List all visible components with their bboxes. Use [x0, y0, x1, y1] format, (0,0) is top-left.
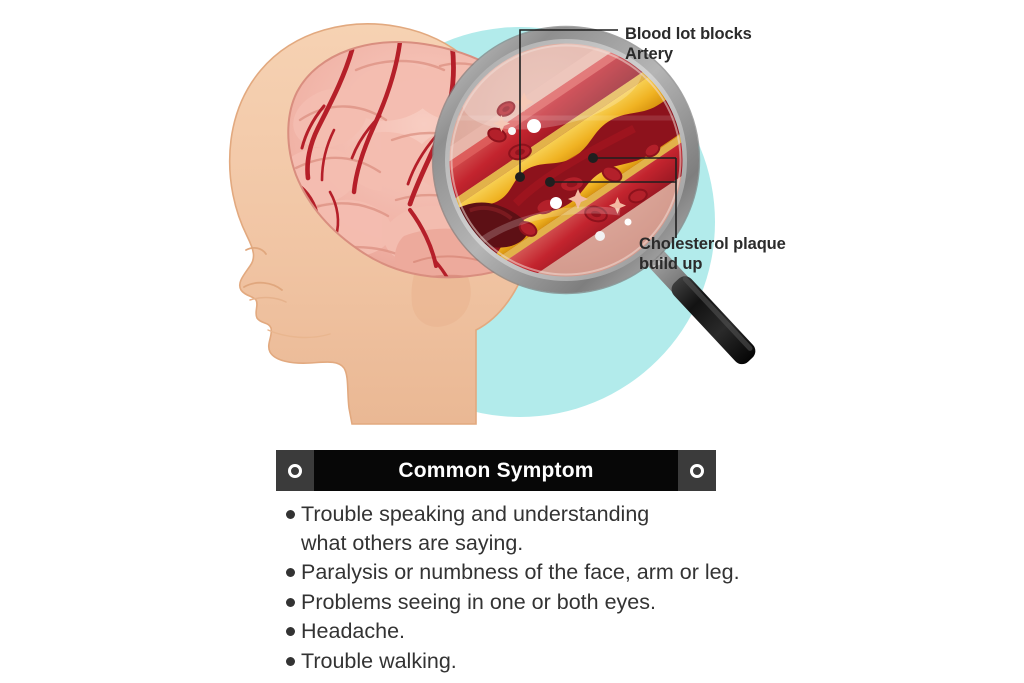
- symptom-text: Paralysis or numbness of the face, arm o…: [301, 560, 740, 585]
- banner-right-cap: [678, 450, 716, 491]
- symptom-text: Trouble walking.: [301, 648, 457, 673]
- callout-cholesterol-plaque-label: Cholesterol plaque build up: [639, 235, 786, 274]
- bullet-icon: [286, 568, 295, 578]
- bullet-icon: [286, 656, 295, 666]
- symptom-text: Problems seeing in one or both eyes.: [301, 589, 656, 614]
- callout-anchor-dots: [515, 153, 598, 187]
- ring-icon-right: [690, 463, 704, 478]
- banner-center: Common Symptom: [314, 450, 678, 491]
- ring-icon-left: [288, 463, 302, 478]
- banner-title: Common Symptom: [398, 458, 594, 482]
- stroke-illustration: [228, 23, 756, 425]
- banner-left-cap: [276, 450, 314, 491]
- lens-inner-ring: [442, 36, 690, 284]
- list-item: Trouble speaking and understanding what …: [286, 500, 926, 557]
- list-item: Headache.: [286, 617, 926, 646]
- callout-blood-clot-label: Blood lot blocks Artery: [625, 25, 752, 64]
- callout-leader-lines: [519, 29, 677, 238]
- symptom-list: Trouble speaking and understanding what …: [286, 500, 926, 677]
- lens-outer-ring: [433, 27, 699, 293]
- lens-highlight: [461, 42, 643, 130]
- list-item: Problems seeing in one or both eyes.: [286, 588, 926, 617]
- common-symptom-banner: Common Symptom: [276, 450, 716, 491]
- list-item: Paralysis or numbness of the face, arm o…: [286, 558, 926, 587]
- bullet-icon: [286, 597, 295, 607]
- magnifier-lens: [446, 40, 686, 280]
- symptom-text: Headache.: [301, 619, 405, 644]
- symptom-text: Trouble speaking and understanding what …: [301, 502, 650, 555]
- list-item: Trouble walking.: [286, 647, 926, 676]
- bullet-icon: [286, 510, 295, 519]
- bullet-icon: [286, 627, 295, 637]
- red-blood-cells: [487, 92, 661, 241]
